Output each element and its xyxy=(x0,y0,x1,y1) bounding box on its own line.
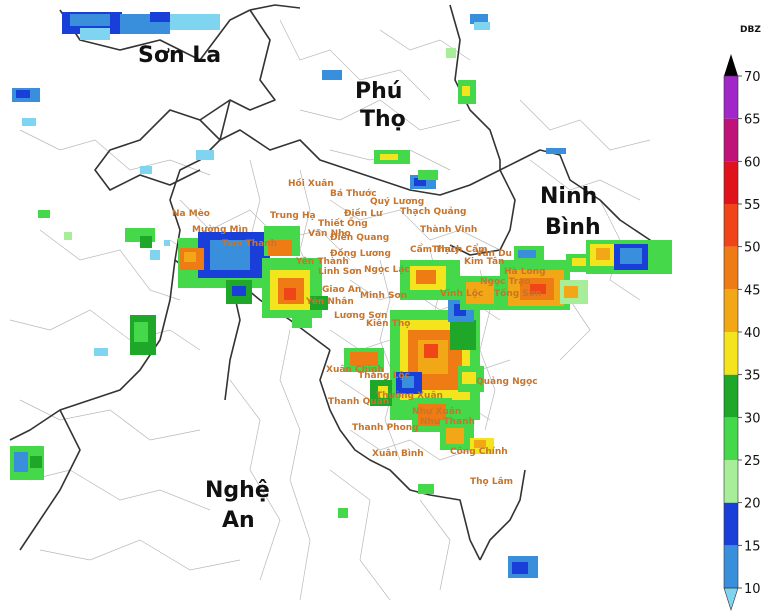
colorbar-segment xyxy=(724,374,738,418)
colorbar-tick-label: 40 xyxy=(744,326,761,341)
commune-label: Công Chính xyxy=(450,446,508,457)
commune-label: Tam Thanh xyxy=(222,239,277,249)
commune-label: Xuân Chinh xyxy=(326,365,384,375)
commune-label: Đồng Lương xyxy=(330,248,391,259)
commune-label: Minh Sơn xyxy=(360,291,407,301)
province-label-ninh-binh-line2: Bình xyxy=(545,215,601,240)
commune-label: Thường Xuân xyxy=(376,390,443,401)
commune-label: Trung Hạ xyxy=(270,211,316,221)
commune-label: Thành Vinh xyxy=(420,225,477,235)
commune-label: Xuân Bình xyxy=(372,449,424,459)
colorbar-segment xyxy=(724,289,738,332)
commune-label: Thọ Lâm xyxy=(470,477,513,487)
colorbar-tick-label: 55 xyxy=(744,198,761,213)
commune-labels: Hồi Xuân Bá Thước Quý Lương Thạch Quảng … xyxy=(172,178,546,487)
colorbar-tick-label: 50 xyxy=(744,241,761,256)
commune-label: Thiết Ống xyxy=(318,216,368,229)
commune-label: Thắng Lộc xyxy=(358,370,410,381)
commune-label: Như Xuân xyxy=(412,407,461,417)
commune-label: Như Thanh xyxy=(420,417,475,427)
commune-label: Ngọc Lặc xyxy=(364,265,410,275)
commune-label: Hà Long xyxy=(504,267,546,277)
commune-label: Thanh Phong xyxy=(352,423,419,433)
colorbar-segment xyxy=(724,332,738,375)
colorbar-tick-label: 65 xyxy=(744,113,761,128)
colorbar-tick-label: 20 xyxy=(744,497,761,512)
commune-label: Kim Tân xyxy=(464,257,504,267)
commune-label: Thạch Cẩm xyxy=(432,244,488,255)
province-label-ninh-binh-line1: Ninh xyxy=(540,184,597,209)
province-label-phu-tho-line2: Thọ xyxy=(360,107,406,132)
legend-unit-label: DBZ xyxy=(740,25,761,35)
commune-label: Giao An xyxy=(322,285,361,295)
province-label-phu-tho-line1: Phú xyxy=(355,79,402,104)
colorbar-segment xyxy=(724,76,738,119)
commune-label: Quý Lương xyxy=(370,197,424,207)
colorbar-tick-label: 30 xyxy=(744,411,761,426)
colorbar-tick-label: 70 xyxy=(744,70,761,85)
colorbar-tick-label: 25 xyxy=(744,454,761,469)
commune-label: Hồi Xuân xyxy=(288,178,334,189)
colorbar-tick-label: 35 xyxy=(744,369,761,384)
colorbar-tick-label: 10 xyxy=(744,582,761,597)
colorbar-segment xyxy=(724,417,738,460)
colorbar-segment xyxy=(724,161,738,204)
commune-label: Yên Nhân xyxy=(305,296,354,307)
colorbar xyxy=(723,54,739,611)
province-boundaries xyxy=(9,4,671,561)
colorbar-segment xyxy=(724,502,738,546)
colorbar-segment xyxy=(724,204,738,247)
commune-label: Thanh Quân xyxy=(328,397,389,407)
province-label-nghe-an-line2: An xyxy=(222,508,255,533)
commune-label: Yên Thành xyxy=(295,256,349,267)
commune-label: Ngọc Trạo xyxy=(480,277,530,287)
commune-label: Vĩnh Lộc xyxy=(440,289,483,299)
colorbar-segment xyxy=(724,118,738,162)
commune-label: Cẩm Thủy xyxy=(410,244,460,255)
commune-label: Kiên Thọ xyxy=(366,318,410,329)
commune-label: Tống Sơn xyxy=(494,288,541,299)
commune-label: Linh Sơn xyxy=(318,267,362,277)
colorbar-over-arrow xyxy=(724,54,738,76)
colorbar-segment xyxy=(724,460,738,503)
commune-label: Quảng Ngọc xyxy=(476,376,538,387)
province-label-son-la: Sơn La xyxy=(138,43,221,68)
colorbar-tick-label: 15 xyxy=(744,539,761,554)
color-legend: DBZ 10 15 20 25 30 35 40 45 50 55 60 65 70 xyxy=(723,25,761,611)
commune-label: Thạch Quảng xyxy=(400,206,466,217)
colorbar-tick-label: 60 xyxy=(744,155,761,170)
commune-label: Mường Mìn xyxy=(192,224,248,235)
commune-label: Vân Du xyxy=(476,249,512,259)
commune-label: Lương Sơn xyxy=(334,311,387,321)
province-label-nghe-an-line1: Nghệ xyxy=(205,478,270,503)
colorbar-segment xyxy=(724,246,738,290)
commune-label: Bá Thước xyxy=(330,188,377,199)
colorbar-segment xyxy=(724,545,738,588)
sea-area xyxy=(520,230,720,613)
colorbar-tick-label: 45 xyxy=(744,283,761,298)
province-labels: Sơn La Phú Thọ Ninh Bình Nghệ An xyxy=(138,43,601,533)
commune-label: Điền Lư xyxy=(344,208,383,219)
commune-label: Văn Nho xyxy=(308,229,351,239)
commune-label: Na Mèo xyxy=(172,208,210,219)
radar-echoes xyxy=(10,12,672,578)
commune-label: Điền Quang xyxy=(330,232,389,243)
colorbar-ticks: 10 15 20 25 30 35 40 45 50 55 60 65 70 xyxy=(738,70,761,597)
colorbar-under-arrow xyxy=(723,587,739,611)
